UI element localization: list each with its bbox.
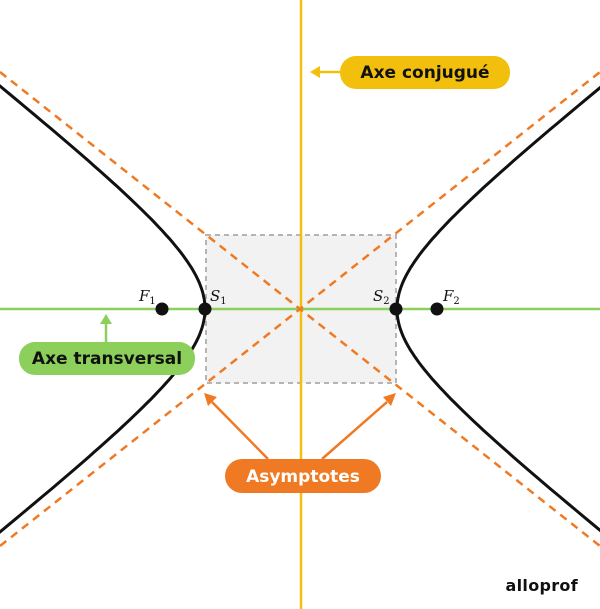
asymptote-arrow-left-shaft [211, 401, 269, 460]
transverse-axis-callout: Axe transversal [19, 314, 195, 375]
alloprof-logo: alloprof [505, 576, 578, 595]
asymptote-arrow-right-shaft [321, 401, 388, 460]
vertex-s2-point [389, 302, 403, 316]
asymptote-arrow-right-head-icon [383, 393, 396, 406]
conjugate-axis-label: Axe conjugué [360, 63, 489, 83]
conjugate-axis-callout: Axe conjugué [310, 56, 510, 89]
vertex-s1-label: S1 [210, 287, 227, 307]
conjugate-axis-pill [340, 56, 510, 89]
asymptotes-pill [225, 459, 381, 493]
vertex-s2-label: S2 [373, 287, 390, 307]
focus-f1-label: F1 [138, 287, 156, 307]
transverse-axis-arrowhead-icon [100, 314, 112, 324]
transverse-axis-pill [19, 342, 195, 375]
focus-f1-point [155, 302, 169, 316]
focus-f2-label: F2 [442, 287, 460, 307]
vertex-s1-point [198, 302, 212, 316]
transverse-axis-label: Axe transversal [32, 349, 182, 369]
asymptotes-callout: Asymptotes [204, 393, 396, 493]
asymptote-arrow-left-head-icon [204, 393, 217, 406]
conjugate-axis-arrowhead-icon [310, 66, 320, 78]
asymptote-line-ascending [0, 71, 600, 547]
asymptotes-label: Asymptotes [246, 467, 360, 487]
focus-f2-point [430, 302, 444, 316]
